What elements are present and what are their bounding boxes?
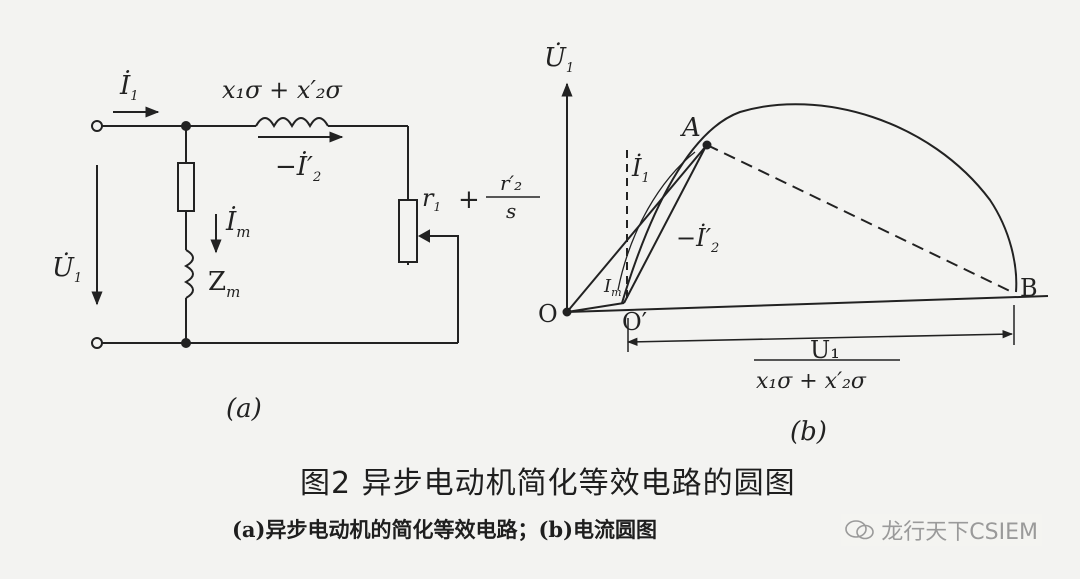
chord-A-B	[706, 144, 1015, 294]
label-r2-denominator: s	[506, 199, 516, 223]
label-series-impedance: x₁σ + x′₂σ	[222, 76, 343, 104]
label-minus-I2-vector: −İ′2	[676, 223, 719, 256]
panel-b-label: (b)	[790, 417, 827, 447]
wiper-arrowhead	[417, 229, 430, 243]
label-r1: r1	[422, 184, 441, 214]
panel-a-label: (a)	[226, 394, 262, 424]
label-plus: +	[458, 185, 480, 215]
Im-vector	[566, 302, 625, 313]
label-Im-vector: Im	[603, 276, 622, 299]
resistor-wiper	[420, 235, 459, 343]
label-point-O: O	[538, 300, 558, 328]
label-U1: U̇1	[52, 252, 82, 286]
circle-diagram-labels: U̇1 A B O O′ İ1 −İ′2 Im U₁ x₁σ + x′₂σ (b…	[538, 42, 1038, 447]
circuit-labels: İ1 x₁σ + x′₂σ −İ′2 İm U̇1 Zm r1 + r′₂ s …	[52, 70, 540, 424]
figure-subcaption: (a)异步电动机的简化等效电路；(b)电流圆图	[232, 517, 658, 542]
label-diameter-denominator: x₁σ + x′₂σ	[756, 369, 867, 394]
angle-arc	[617, 151, 696, 291]
junction-top	[181, 121, 191, 131]
label-U1-axis: U̇1	[544, 42, 574, 76]
label-minus-I2: −İ′2	[275, 151, 321, 185]
watermark-text: 龙行天下CSIEM	[881, 520, 1038, 545]
label-Zm: Zm	[208, 267, 240, 301]
terminal-top	[91, 120, 103, 132]
circle-diagram	[561, 82, 1049, 352]
label-r2-numerator: r′₂	[500, 171, 522, 195]
label-point-O-prime: O′	[622, 308, 647, 336]
diameter-line	[566, 295, 1049, 313]
label-I1-vector: İ1	[631, 153, 650, 186]
magnetizing-coil	[183, 249, 194, 299]
I1-vector	[566, 145, 707, 313]
label-I1: İ1	[119, 70, 139, 104]
figure-caption: 图2 异步电动机简化等效电路的圆图	[300, 466, 796, 501]
minus-I2-vector	[623, 145, 707, 304]
magnetizing-resistor	[177, 162, 195, 212]
point-A	[702, 140, 712, 150]
label-point-A: A	[680, 113, 701, 143]
wechat-logo-icon	[845, 520, 875, 540]
point-O	[562, 307, 572, 317]
load-resistor	[398, 199, 418, 263]
watermark: 龙行天下CSIEM	[841, 514, 1042, 546]
terminal-bottom	[91, 337, 103, 349]
junction-bottom	[181, 338, 191, 348]
label-Im: İm	[225, 206, 251, 241]
series-reactance-coil	[255, 117, 329, 129]
equivalent-circuit	[91, 106, 459, 349]
label-point-B: B	[1020, 274, 1038, 302]
dimension-line	[626, 329, 1014, 347]
current-circle-arc	[621, 103, 1018, 304]
